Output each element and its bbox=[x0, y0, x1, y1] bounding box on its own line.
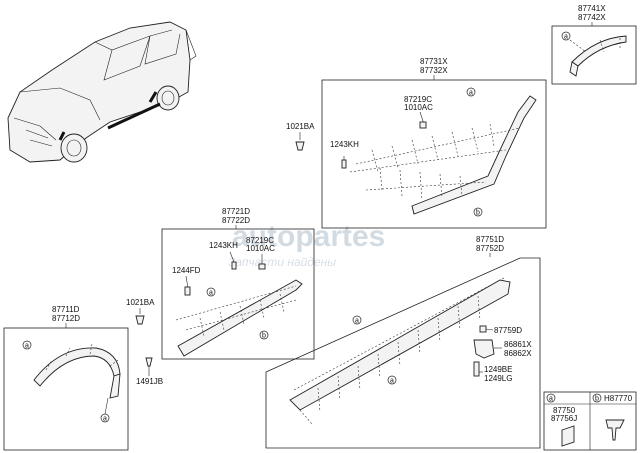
label-1491jb[interactable]: 1491JB bbox=[136, 377, 163, 386]
label-1249lg[interactable]: 1249LG bbox=[484, 374, 512, 383]
screw-1243kh bbox=[341, 159, 347, 169]
group-87731x: 87731X 87732X a 87219C 1010AC b 1243KH bbox=[321, 57, 547, 229]
label-87756j[interactable]: 87756J bbox=[551, 414, 577, 423]
label-87750[interactable]: 87750 bbox=[553, 406, 576, 415]
label-87752d[interactable]: 87752D bbox=[476, 244, 504, 253]
watermark-brand: autopartes bbox=[232, 220, 385, 253]
group-1021ba-upper: 1021BA bbox=[286, 122, 315, 151]
group-87751d: 87751D 87752D a a 87759D 86861X 86862X 1… bbox=[265, 235, 541, 449]
callout-a bbox=[22, 340, 32, 350]
svg-text:a: a bbox=[25, 343, 29, 350]
label-87751d[interactable]: 87751D bbox=[476, 235, 504, 244]
label-86861x[interactable]: 86861X bbox=[504, 340, 532, 349]
callout-b bbox=[473, 207, 483, 217]
svg-text:a: a bbox=[103, 416, 107, 423]
callout-a bbox=[561, 31, 571, 41]
label-87741x[interactable]: 87741X bbox=[578, 4, 606, 13]
svg-text:a: a bbox=[564, 34, 568, 41]
tape-piece bbox=[561, 425, 575, 447]
callout-a bbox=[352, 315, 362, 325]
svg-text:b: b bbox=[595, 396, 599, 403]
callout-b bbox=[259, 330, 269, 340]
clip-h87770 bbox=[605, 419, 625, 441]
clip-1021ba bbox=[295, 141, 305, 151]
label-87742x[interactable]: 87742X bbox=[578, 13, 606, 22]
label-87721d[interactable]: 87721D bbox=[222, 207, 250, 216]
label-1249be[interactable]: 1249BE bbox=[484, 365, 512, 374]
svg-text:a: a bbox=[469, 90, 473, 97]
group-87741x: 87741X 87742X a bbox=[551, 4, 637, 85]
label-87712d[interactable]: 87712D bbox=[52, 314, 80, 323]
label-87219c-top[interactable]: 87219C bbox=[404, 95, 432, 104]
label-86862x[interactable]: 86862X bbox=[504, 349, 532, 358]
watermark: autopartes Запчасти найдены bbox=[228, 220, 385, 269]
label-1244fd[interactable]: 1244FD bbox=[172, 266, 201, 275]
label-1021ba-lower[interactable]: 1021BA bbox=[126, 298, 155, 307]
svg-text:a: a bbox=[549, 396, 553, 403]
legend-callout-b bbox=[592, 393, 602, 403]
label-1010ac-mid[interactable]: 1010AC bbox=[246, 244, 275, 253]
label-1021ba-upper[interactable]: 1021BA bbox=[286, 122, 315, 131]
label-1010ac-top[interactable]: 1010AC bbox=[404, 103, 433, 112]
label-87722d[interactable]: 87722D bbox=[222, 216, 250, 225]
callout-a bbox=[466, 87, 476, 97]
svg-text:b: b bbox=[476, 210, 480, 217]
label-87759d[interactable]: 87759D bbox=[494, 326, 522, 335]
label-87731x[interactable]: 87731X bbox=[420, 57, 448, 66]
svg-text:a: a bbox=[355, 318, 359, 325]
group-87721d: 87721D 87722D 1243KH 87219C 1010AC 1244F… bbox=[161, 207, 315, 360]
svg-text:a: a bbox=[209, 290, 213, 297]
legend-table: a b H87770 87750 87756J bbox=[543, 391, 637, 451]
label-h87770[interactable]: H87770 bbox=[604, 394, 633, 403]
vehicle-illustration bbox=[7, 21, 197, 163]
label-87711d[interactable]: 87711D bbox=[52, 305, 80, 314]
clip-87219c bbox=[419, 121, 427, 129]
svg-text:b: b bbox=[262, 333, 266, 340]
label-87219c-mid[interactable]: 87219C bbox=[246, 236, 274, 245]
legend-callout-a bbox=[546, 393, 556, 403]
watermark-tagline: Запчасти найдены bbox=[228, 255, 336, 269]
callout-a bbox=[206, 287, 216, 297]
label-1243kh-top[interactable]: 1243KH bbox=[330, 140, 359, 149]
label-87732x[interactable]: 87732X bbox=[420, 66, 448, 75]
group-87711d: 87711D 87712D a a 1491JB bbox=[3, 305, 163, 451]
group-1021ba-lower: 1021BA bbox=[126, 298, 155, 325]
svg-text:a: a bbox=[390, 378, 394, 385]
callout-a bbox=[387, 375, 397, 385]
label-1243kh-mid[interactable]: 1243KH bbox=[209, 241, 238, 250]
